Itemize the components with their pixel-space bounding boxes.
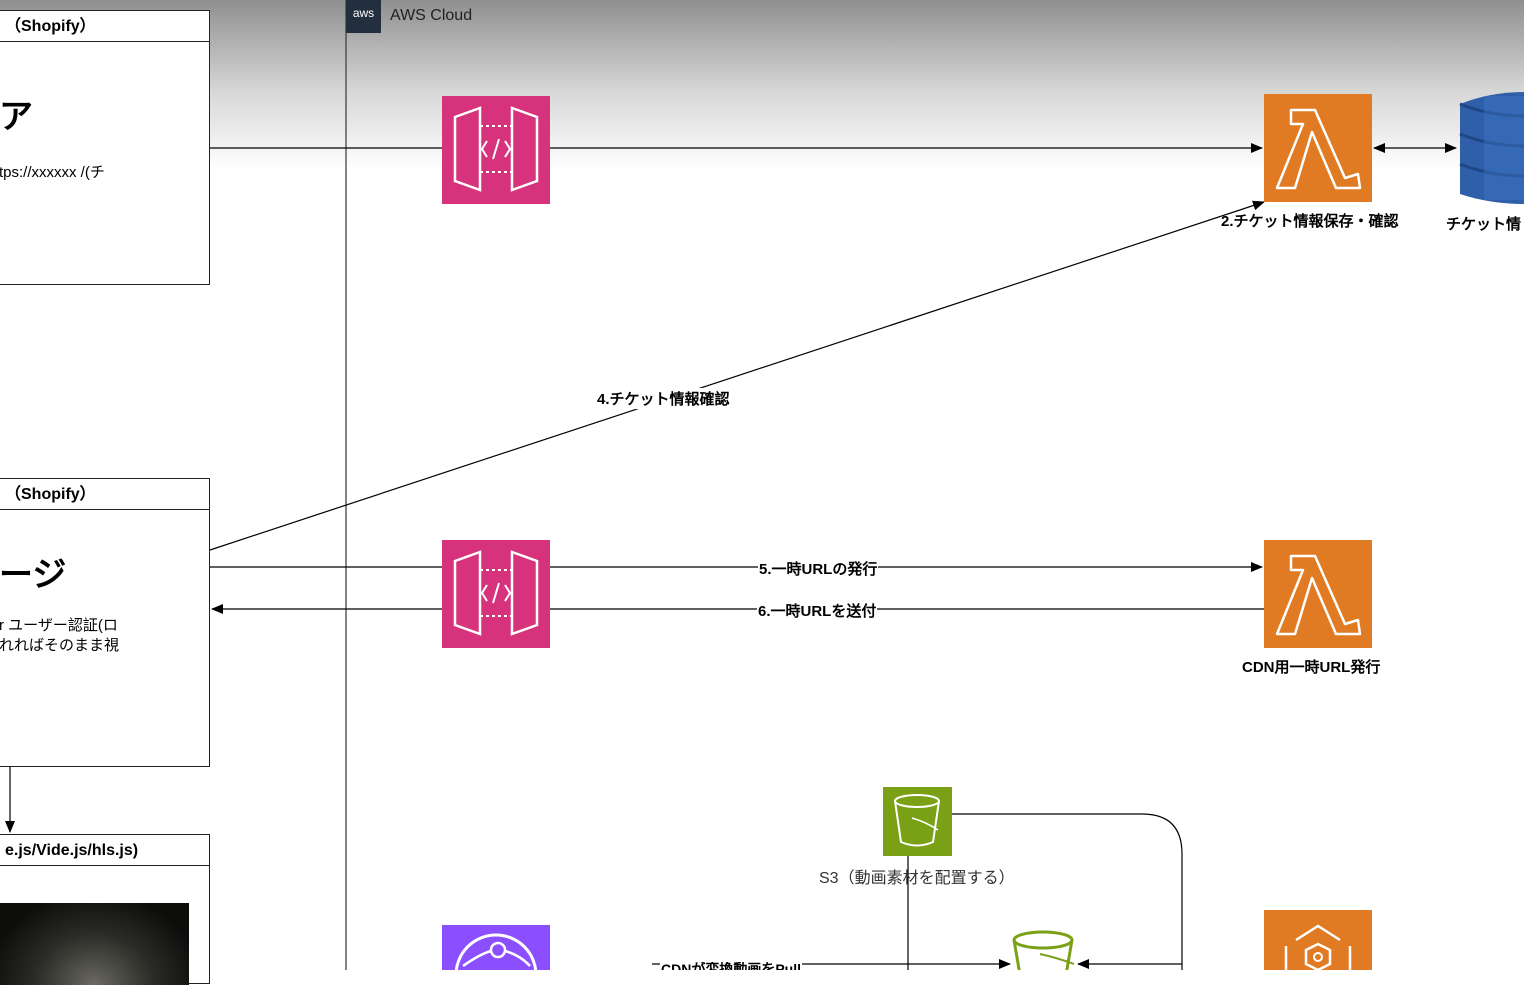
lambda-icon[interactable] — [1264, 94, 1372, 202]
edge-label: CDNが変換動画をPull — [660, 962, 802, 970]
shopify-store-box[interactable]: （Shopify） ア tps://xxxxxx /(チ — [0, 10, 210, 285]
video-thumbnail[interactable] — [0, 903, 189, 985]
api-gateway-icon[interactable] — [442, 96, 550, 204]
box-header: （Shopify） — [0, 479, 209, 510]
s3-caption: S3（動画素材を配置する） — [819, 870, 1015, 887]
lambda-caption: 2.チケット情報保存・確認 — [1221, 213, 1399, 230]
edge-label: 6.一時URLを送付 — [757, 600, 878, 621]
box-header: （Shopify） — [0, 11, 209, 42]
aws-logo-icon: aws — [346, 0, 381, 33]
cloudfront-icon[interactable] — [442, 925, 550, 970]
dynamodb-caption: チケット情 — [1446, 216, 1522, 233]
box-text-line: r ユーザー認証(ロ — [0, 617, 118, 634]
edge-s3-loop[interactable] — [952, 813, 1183, 970]
lambda-icon[interactable] — [1264, 540, 1372, 648]
s3-bucket-icon[interactable] — [1012, 930, 1075, 970]
edge-label: 5.一時URLの発行 — [758, 558, 879, 579]
edge-4-ticket-check[interactable] — [209, 200, 1265, 551]
aws-cloud-label: AWS Cloud — [390, 7, 473, 24]
mediaconvert-icon[interactable] — [1264, 910, 1372, 970]
box-header: e.js/Vide.js/hls.js) — [0, 835, 209, 866]
api-gateway-icon[interactable] — [442, 540, 550, 648]
s3-bucket-icon[interactable] — [883, 787, 952, 856]
lambda-caption: CDN用一時URL発行 — [1242, 659, 1381, 676]
box-title: ア — [0, 98, 33, 136]
dynamodb-icon[interactable] — [1459, 92, 1524, 204]
video-player-box[interactable]: e.js/Vide.js/hls.js) — [0, 834, 210, 985]
box-title: ージ — [0, 556, 67, 594]
box-text-line: れればそのまま視 — [0, 637, 120, 654]
box-url-text: tps://xxxxxx /(チ — [0, 164, 105, 181]
edge-label: 4.チケット情報確認 — [596, 388, 731, 409]
shopify-page-box[interactable]: （Shopify） ージ r ユーザー認証(ロ れればそのまま視 — [0, 478, 210, 767]
